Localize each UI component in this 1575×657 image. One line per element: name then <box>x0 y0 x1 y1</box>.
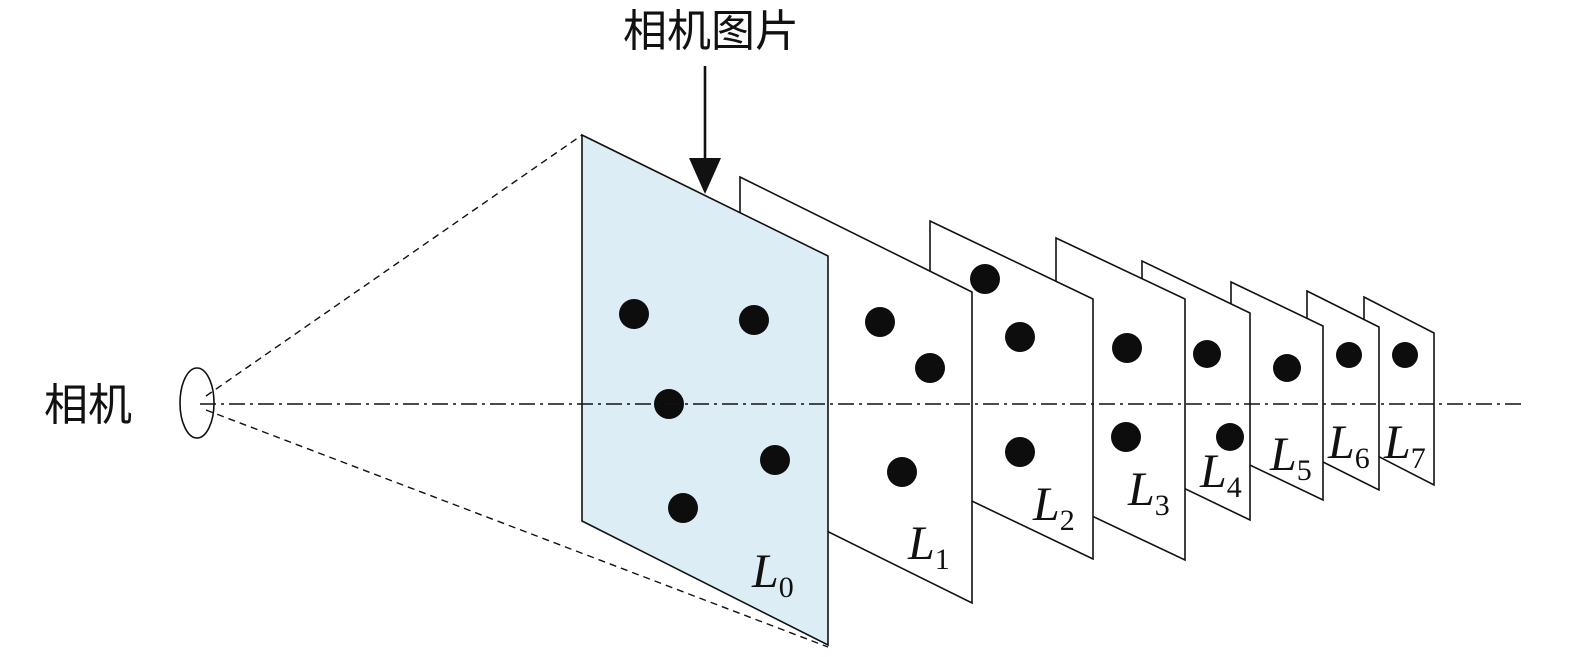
layer-label: L2 <box>1032 478 1075 537</box>
layer-frame <box>581 133 829 647</box>
layer-dot <box>760 445 790 475</box>
layer-label: L1 <box>907 517 950 576</box>
layer-label: L3 <box>1127 463 1170 522</box>
layer-6: L6 <box>1306 289 1380 492</box>
layer-label: L5 <box>1269 428 1312 487</box>
layer-dot <box>1273 354 1301 382</box>
layer-0: L0 <box>581 133 829 647</box>
camera-ellipse <box>179 367 215 439</box>
layer-dot <box>619 299 649 329</box>
camera-label: 相机 <box>44 380 132 431</box>
layer-dot <box>970 264 1000 294</box>
frustum-top-line <box>205 134 583 397</box>
layer-dot <box>1112 333 1142 363</box>
layer-dot <box>1005 437 1035 467</box>
layer-dot <box>1193 340 1221 368</box>
layer-dot <box>915 353 945 383</box>
title-arrow-head <box>689 158 721 194</box>
layer-dot <box>1216 423 1244 451</box>
layer-label: L6 <box>1327 416 1370 475</box>
layer-dot <box>1111 422 1141 452</box>
diagram-title: 相机图片 <box>623 6 799 57</box>
layer-dot <box>1005 322 1035 352</box>
layer-dot <box>1336 342 1362 368</box>
layer-dot <box>865 307 895 337</box>
layer-label: L4 <box>1199 445 1242 504</box>
layer-label: L0 <box>751 545 794 604</box>
layer-label: L7 <box>1383 416 1426 475</box>
frustum-bottom-line <box>205 409 829 648</box>
layer-dot <box>887 457 917 487</box>
layer-dot <box>1392 342 1418 368</box>
layer-7: L7 <box>1363 295 1435 487</box>
layer-5: L5 <box>1230 280 1324 502</box>
layer-dot <box>668 493 698 523</box>
layer-dot <box>739 305 769 335</box>
